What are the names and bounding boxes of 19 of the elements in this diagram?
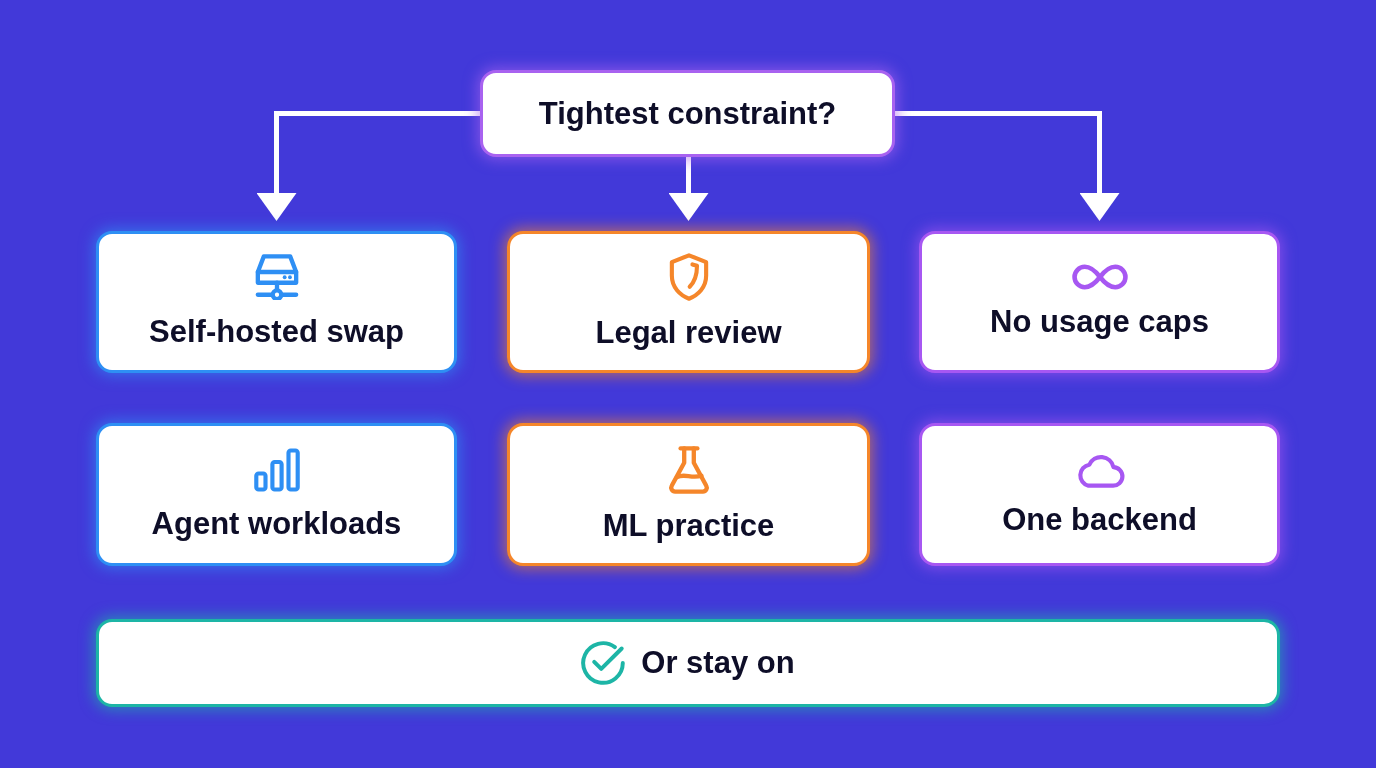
arrow [256,111,480,221]
option-card [96,423,457,566]
option-card [919,231,1280,373]
option-label: Self-hosted swap [149,314,404,350]
question-text: Tightest constraint? [538,95,837,132]
option-card [507,231,870,373]
decision-box [480,70,895,157]
option-label: Agent workloads [151,505,402,542]
option-card [96,231,457,373]
fallback-bar [96,619,1280,707]
option-card [919,423,1280,566]
option-label: No usage caps [990,304,1209,340]
option-label: ML practice [602,507,775,544]
option-card [507,423,870,566]
option-label: Legal review [595,315,782,351]
option-label: One backend [1002,501,1197,538]
arrow [668,157,709,221]
option-label: Or stay on [641,645,795,681]
arrow [895,111,1120,221]
